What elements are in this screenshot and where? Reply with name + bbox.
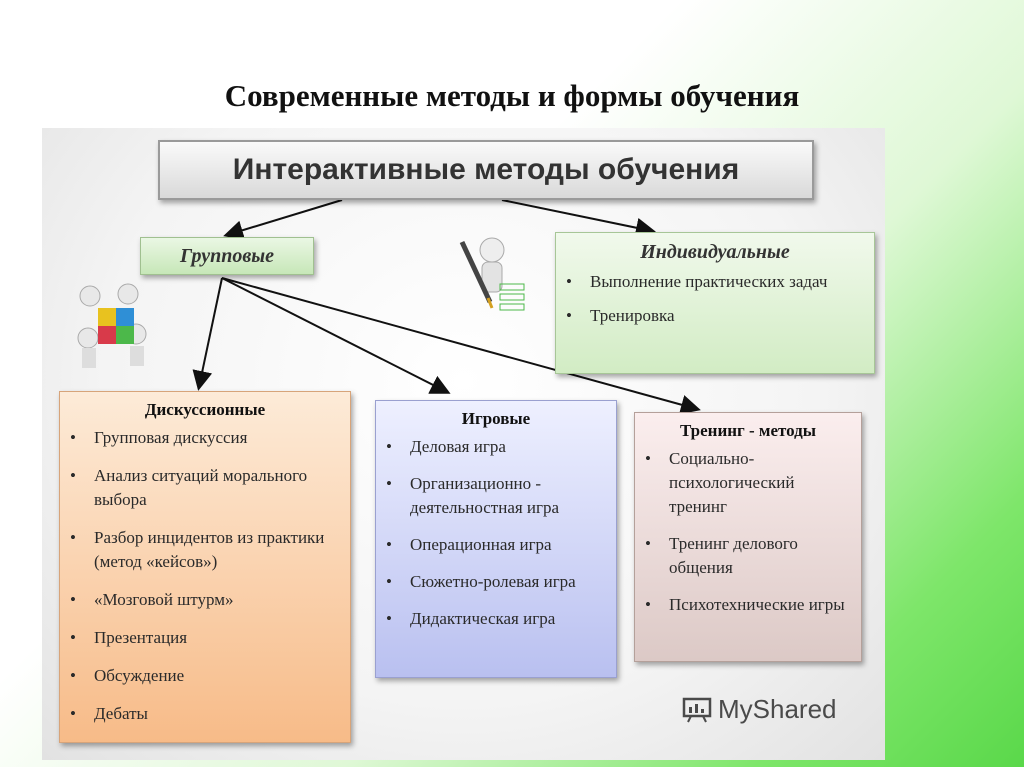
list-item: Сюжетно-ролевая игра bbox=[384, 570, 610, 594]
list-item: Выполнение практических задач bbox=[564, 270, 868, 294]
list-item: Дебаты bbox=[68, 702, 344, 726]
arrow-to-individual bbox=[502, 200, 652, 231]
logo-text: MyShared bbox=[718, 694, 837, 725]
list-item: Разбор инцидентов из практики (метод «ке… bbox=[68, 526, 344, 574]
games-title: Игровые bbox=[376, 409, 616, 429]
list-item: Презентация bbox=[68, 626, 344, 650]
list-item: Социально-психологический тренинг bbox=[643, 447, 855, 519]
diagram-panel: Интерактивные методы обучения Групповые … bbox=[42, 128, 885, 760]
games-list: Деловая игра Организационно - деятельнос… bbox=[376, 435, 616, 631]
training-title: Тренинг - методы bbox=[635, 421, 861, 441]
list-item: Психотехнические игры bbox=[643, 593, 855, 617]
list-item: Обсуждение bbox=[68, 664, 344, 688]
list-item: Анализ ситуаций морального выбора bbox=[68, 464, 344, 512]
training-box: Тренинг - методы Социально-психологическ… bbox=[634, 412, 862, 662]
person-with-pen-icon bbox=[452, 232, 532, 327]
list-item: Тренинг делового общения bbox=[643, 532, 855, 580]
arrow-to-group bbox=[227, 200, 342, 235]
slide-title: Современные методы и формы обучения bbox=[0, 78, 1024, 114]
group-box: Групповые bbox=[140, 237, 314, 275]
list-item: «Мозговой штурм» bbox=[68, 588, 344, 612]
games-box: Игровые Деловая игра Организационно - де… bbox=[375, 400, 617, 678]
discussion-box: Дискуссионные Групповая дискуссия Анализ… bbox=[59, 391, 351, 743]
list-item: Операционная игра bbox=[384, 533, 610, 557]
individual-box: Индивидуальные Выполнение практических з… bbox=[555, 232, 875, 374]
individual-title: Индивидуальные bbox=[556, 241, 874, 264]
discussion-list: Групповая дискуссия Анализ ситуаций мора… bbox=[60, 426, 350, 726]
list-item: Групповая дискуссия bbox=[68, 426, 344, 450]
myshared-logo: MyShared bbox=[682, 694, 837, 725]
list-item: Дидактическая игра bbox=[384, 607, 610, 631]
list-item: Тренировка bbox=[564, 304, 868, 328]
discussion-title: Дискуссионные bbox=[60, 400, 350, 420]
arrow-to-discussion bbox=[199, 278, 222, 387]
arrow-to-games bbox=[222, 278, 447, 392]
puzzle-people-icon bbox=[68, 278, 158, 373]
main-box: Интерактивные методы обучения bbox=[158, 140, 814, 200]
list-item: Организационно - деятельностная игра bbox=[384, 472, 610, 520]
list-item: Деловая игра bbox=[384, 435, 610, 459]
individual-list: Выполнение практических задач Тренировка bbox=[556, 270, 874, 328]
training-list: Социально-психологический тренинг Тренин… bbox=[635, 447, 861, 617]
chart-board-icon bbox=[682, 697, 712, 723]
